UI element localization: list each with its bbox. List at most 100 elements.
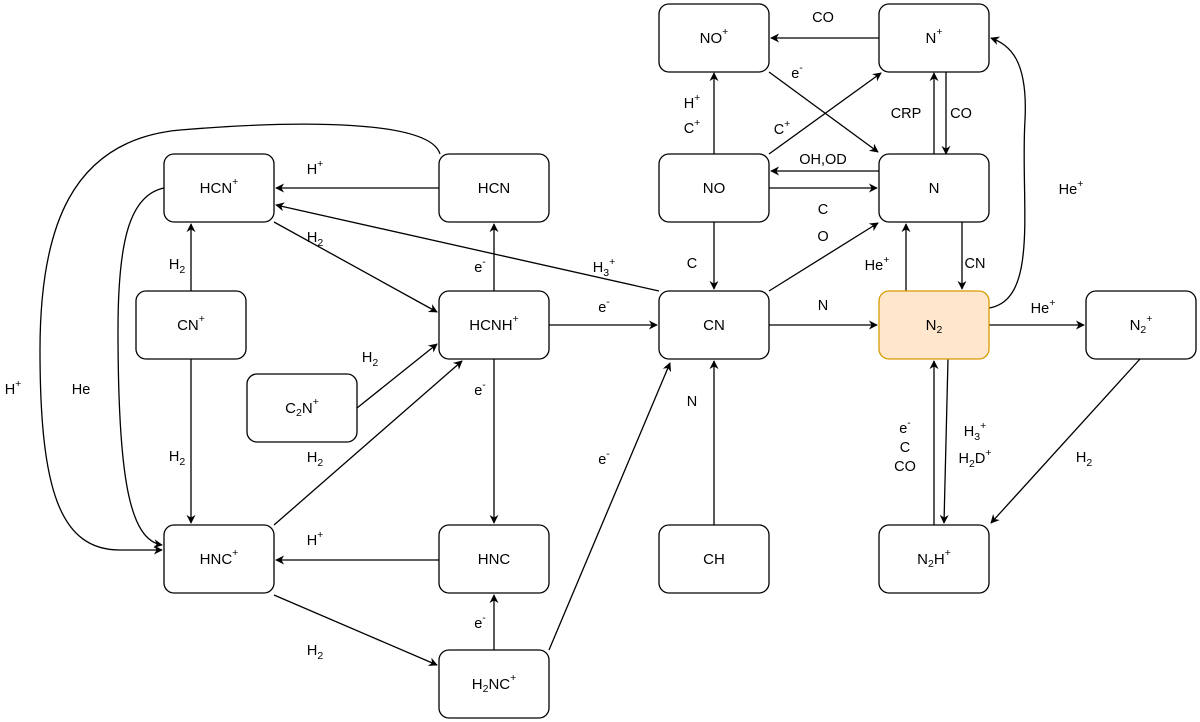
edge-label-n2h-plus-to-n2: e- — [899, 417, 911, 437]
edge-hnc-plus-to-hcnh-plus — [273, 360, 463, 526]
node-box — [163, 153, 275, 223]
node-label: N2H+ — [917, 547, 951, 570]
edge-hcn-plus-to-hcnh-plus — [273, 221, 438, 313]
node-label: HNC+ — [200, 547, 239, 568]
node-hnc[interactable]: HNC — [438, 524, 550, 594]
node-no[interactable]: NO — [658, 153, 770, 223]
edge-h2nc-plus-to-cn — [548, 362, 671, 651]
edge-label-cn-to-n2: N — [818, 298, 828, 314]
node-cn-plus[interactable]: CN+ — [135, 290, 247, 360]
edge-label-cn-to-hcn-plus: H3+ — [593, 256, 615, 279]
node-hcn-plus[interactable]: HCN+ — [163, 153, 275, 223]
node-n2[interactable]: N2 — [878, 290, 990, 360]
edge-label-hcn-plus-to-hnc-plus: He — [72, 382, 91, 398]
edge-label-n-plus-to-n: CO — [950, 106, 972, 122]
edge-cn-to-n — [768, 222, 879, 292]
node-label: NO+ — [700, 26, 729, 47]
node-box — [658, 524, 770, 594]
edge-hcn-plus-to-hnc-plus — [117, 187, 165, 549]
node-label: HNC — [478, 551, 511, 568]
edge-label-cn-plus-to-hnc-plus: H2 — [169, 449, 185, 468]
node-box — [878, 153, 990, 223]
node-label: NO — [703, 180, 726, 197]
node-n2-plus[interactable]: N2+ — [1085, 290, 1197, 360]
edge-label-no-to-n-plus: C+ — [774, 118, 791, 138]
edge-c2n-plus-to-hcnh-plus — [356, 343, 438, 409]
node-h2nc-plus[interactable]: H2NC+ — [438, 649, 550, 719]
node-box — [658, 290, 770, 360]
edge-label-cn-plus-to-hcn-plus: H2 — [169, 257, 185, 276]
edge-label-no-to-no-plus: C+ — [684, 117, 701, 137]
edge-label-n2-to-n-plus: He+ — [1059, 178, 1084, 198]
node-box — [163, 524, 275, 594]
edge-label-n2h-plus-to-n2: CO — [894, 459, 916, 475]
edge-label-ch-to-cn: N — [687, 394, 697, 410]
node-cn[interactable]: CN — [658, 290, 770, 360]
edge-label-hcn-to-hnc-plus: H+ — [5, 378, 22, 398]
edge-hcn-to-hnc-plus — [39, 123, 441, 555]
node-label: N+ — [926, 26, 943, 47]
edge-label-n-to-n-plus: CRP — [891, 106, 922, 122]
edge-label-hnc-plus-to-h2nc-plus: H2 — [307, 643, 323, 662]
node-label: HCN — [478, 180, 511, 197]
edge-cn-to-hcn-plus — [275, 202, 660, 292]
edge-label-hnc-plus-to-hcnh-plus: H2 — [307, 450, 323, 469]
edge-hnc-plus-to-h2nc-plus — [273, 594, 438, 666]
node-box — [438, 649, 550, 719]
node-box — [878, 3, 990, 73]
edge-label-no-to-cn: C — [687, 256, 697, 272]
node-label: CN+ — [177, 313, 205, 334]
edge-label-hcnh-plus-to-hnc: e- — [474, 379, 486, 399]
node-ch[interactable]: CH — [658, 524, 770, 594]
node-n[interactable]: N — [878, 153, 990, 223]
edge-n2-to-n-plus — [988, 36, 1026, 309]
edge-label-h2nc-plus-to-hnc: e- — [474, 612, 486, 632]
edge-label-n-to-n2: CN — [965, 256, 986, 272]
edge-n2-to-n2h-plus — [939, 358, 949, 524]
node-hcnh-plus[interactable]: HCNH+ — [438, 290, 550, 360]
node-box — [438, 290, 550, 360]
node-label: N — [929, 180, 940, 197]
edge-no-plus-to-n — [768, 71, 879, 153]
node-n2h-plus[interactable]: N2H+ — [878, 524, 990, 594]
node-box — [438, 524, 550, 594]
edge-label-n2-plus-to-n2h-plus: H2 — [1076, 450, 1092, 469]
node-n-plus[interactable]: N+ — [878, 3, 990, 73]
edges-layer — [39, 33, 1141, 666]
node-c2n-plus[interactable]: C2N+ — [246, 373, 358, 443]
node-no-plus[interactable]: NO+ — [658, 3, 770, 73]
edge-label-n-to-no: OH,OD — [799, 152, 847, 168]
node-hnc-plus[interactable]: HNC+ — [163, 524, 275, 594]
edge-label-c2n-plus-to-hcnh-plus: H2 — [362, 350, 378, 369]
node-box — [246, 373, 358, 443]
node-box — [438, 153, 550, 223]
node-label: CH — [703, 551, 725, 568]
node-box — [135, 290, 247, 360]
edge-label-n2h-plus-to-n2: C — [900, 440, 910, 456]
edge-label-no-plus-to-n: e- — [791, 62, 803, 82]
node-label: CN — [703, 317, 725, 334]
edge-no-to-n-plus — [768, 72, 882, 155]
node-box — [1085, 290, 1197, 360]
node-label: H2NC+ — [472, 672, 517, 695]
node-box — [878, 290, 990, 360]
node-hcn[interactable]: HCN — [438, 153, 550, 223]
edge-label-n2-to-n: He+ — [865, 254, 890, 274]
edge-label-cn-to-n: O — [817, 229, 828, 245]
edge-label-n2-to-n2h-plus: H2D+ — [959, 447, 992, 470]
edge-label-no-to-no-plus: H+ — [684, 92, 701, 112]
edge-label-hcn-plus-to-hcnh-plus: H2 — [307, 230, 323, 249]
node-box — [878, 524, 990, 594]
edge-label-n2-to-n2h-plus: H3+ — [964, 420, 986, 443]
edge-label-hnc-to-hnc-plus: H+ — [307, 529, 324, 549]
node-label: N2 — [926, 317, 943, 337]
edge-label-h2nc-plus-to-cn: e- — [598, 448, 610, 468]
node-label: N2+ — [1130, 313, 1153, 336]
edge-label-hcnh-plus-to-hcn: e- — [474, 256, 486, 276]
edge-label-n2-to-n2-plus: He+ — [1031, 297, 1056, 317]
edge-label-cn-to-n: C — [818, 202, 828, 218]
node-label: HCN+ — [200, 176, 239, 197]
